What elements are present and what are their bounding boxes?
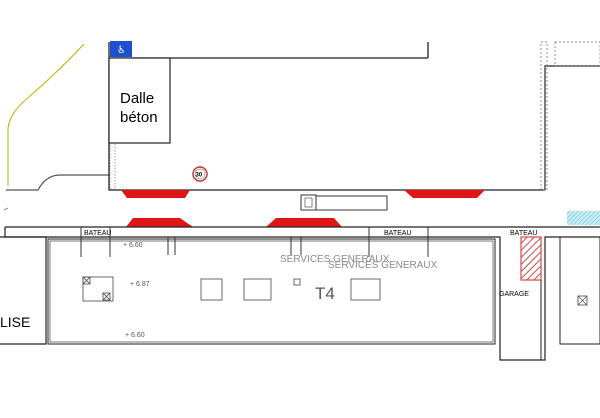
- t4-building: [49, 240, 494, 343]
- building-outline-top: [108, 42, 545, 191]
- right-facade-texture: [540, 41, 600, 191]
- services-label-1: SERVICES GENERAUX: [280, 254, 390, 265]
- bateau-label-3: BATEAU: [510, 230, 538, 237]
- bottom-building-outline: [5, 236, 600, 361]
- right-building-box: [577, 295, 588, 306]
- right-building-outline: [544, 65, 600, 190]
- small-tick: [3, 207, 9, 211]
- road-curve: [6, 174, 110, 191]
- lise-building: [0, 236, 47, 345]
- dalle-label-line2: béton: [120, 109, 158, 126]
- building-label-t4: T4: [315, 284, 335, 303]
- truck-icon: [300, 194, 388, 211]
- parking-glyph: ♿: [117, 45, 126, 56]
- red-zone-2: [404, 190, 485, 198]
- speed-limit-inner: [194, 168, 206, 180]
- bateau-markers: [80, 227, 429, 257]
- accessible-parking-icon: [110, 41, 132, 57]
- lise-label: LISE: [0, 314, 30, 330]
- garage-hatched-zone: [520, 236, 542, 281]
- bateau-label-2: BATEAU: [384, 230, 412, 237]
- bateau-label-1: BATEAU: [84, 230, 112, 237]
- services-label-2: SERVICES GENERAUX: [328, 260, 438, 271]
- t4-building-inner: [47, 238, 496, 345]
- speed-limit-value: 30: [196, 173, 203, 179]
- elevation-label-2: + 6.87: [130, 281, 150, 288]
- t4-equipment: [82, 276, 381, 302]
- grass-boundary-line: [7, 43, 85, 186]
- right-building: [559, 236, 600, 345]
- red-zone-3: [126, 218, 193, 227]
- cyan-hatched-zone: [567, 211, 600, 225]
- dalle-label-line1: Dalle: [120, 90, 154, 107]
- red-zone-1: [121, 190, 190, 198]
- elevation-label-1: + 6.60: [123, 242, 143, 249]
- dalle-beton-zone: [108, 57, 171, 144]
- red-zone-4: [266, 218, 342, 227]
- elevation-label-3: + 6.60: [125, 332, 145, 339]
- wall-texture-left: [109, 142, 116, 190]
- garage-label: GARAGE: [499, 291, 529, 298]
- right-building-box-x2: [577, 295, 588, 306]
